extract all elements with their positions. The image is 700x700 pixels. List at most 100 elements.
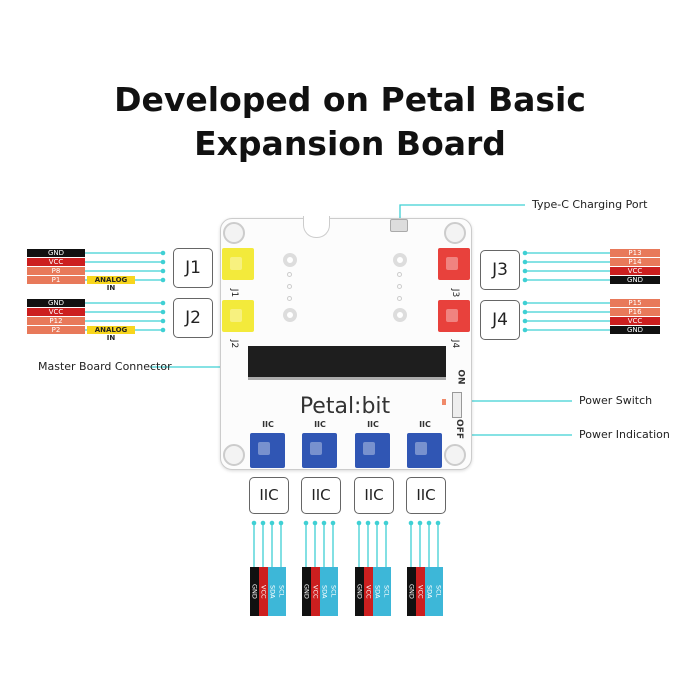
j1-silkscreen: J1 [229, 288, 240, 298]
screw-hole [444, 444, 466, 466]
connection-dot [160, 318, 166, 324]
connection-dot [160, 300, 166, 306]
mount-ring [283, 253, 297, 267]
connection-dot [251, 520, 257, 526]
pin-label: P13 [610, 249, 660, 257]
iic-silkscreen: IIC [367, 420, 379, 429]
pin-label: P12 [27, 317, 85, 325]
port-box-j1: J1 [173, 248, 213, 288]
j3-silkscreen: J3 [450, 288, 461, 298]
connection-dot [321, 520, 327, 526]
typec-line [399, 204, 525, 224]
connection-dot [426, 520, 432, 526]
connection-dot [160, 327, 166, 333]
analog-in-badge: ANALOG IN [87, 276, 135, 292]
iic-connector [302, 433, 337, 468]
iic-pin-label: GND [249, 567, 259, 616]
connection-dot [383, 520, 389, 526]
connection-dot [522, 250, 528, 256]
analog-in-badge: ANALOG IN [87, 326, 135, 342]
connection-dot [330, 520, 336, 526]
master-board-connector [248, 346, 446, 380]
connection-dot [278, 520, 284, 526]
on-label: ON [455, 369, 466, 385]
connection-dot [408, 520, 414, 526]
iic-pin-label: VCC [363, 567, 373, 616]
iic-pin-label: SCL [433, 567, 443, 616]
typec-callout: Type-C Charging Port [532, 198, 648, 211]
iic-port-box: IIC [406, 477, 446, 514]
connection-dot [160, 309, 166, 315]
screw-hole [223, 444, 245, 466]
j4-silkscreen: J4 [450, 339, 461, 349]
iic-pin-label: SDA [372, 567, 382, 616]
pad [287, 296, 292, 301]
iic-pin-label: VCC [415, 567, 425, 616]
connection-dot [365, 520, 371, 526]
board-name: Petal:bit [299, 394, 391, 419]
connection-dot [312, 520, 318, 526]
connection-dot [522, 327, 528, 333]
power-switch[interactable] [452, 392, 462, 418]
screw-hole [444, 222, 466, 244]
pad [397, 284, 402, 289]
title-line-1: Developed on Petal Basic [114, 80, 586, 119]
j2-connector [222, 300, 254, 332]
iic-connector [407, 433, 442, 468]
pin-label: P1 [27, 276, 85, 284]
iic-silkscreen: IIC [262, 420, 274, 429]
iic-pin-label: VCC [258, 567, 268, 616]
pin-label: P8 [27, 267, 85, 275]
expansion-board [220, 218, 472, 470]
connection-dot [522, 309, 528, 315]
power-indication-callout: Power Indication [579, 428, 670, 441]
iic-pin-label: GND [354, 567, 364, 616]
iic-pin-label: SDA [319, 567, 329, 616]
connection-dot [160, 277, 166, 283]
title-line-2: Expansion Board [194, 124, 506, 163]
pad [397, 296, 402, 301]
type-c-port [390, 219, 408, 232]
connection-dot [522, 277, 528, 283]
connection-dot [522, 300, 528, 306]
mount-ring [283, 308, 297, 322]
pin-label: P16 [610, 308, 660, 316]
j4-connector [438, 300, 470, 332]
connection-dot [522, 268, 528, 274]
power-switch-callout: Power Switch [579, 394, 653, 407]
connection-dot [374, 520, 380, 526]
pad [287, 284, 292, 289]
off-label: OFF [453, 419, 464, 439]
j3-connector [438, 248, 470, 280]
iic-port-box: IIC [301, 477, 341, 514]
port-box-j4: J4 [480, 300, 520, 340]
connection-dot [356, 520, 362, 526]
iic-pin-label: SDA [267, 567, 277, 616]
iic-pin-label: SCL [276, 567, 286, 616]
j2-silkscreen: J2 [229, 339, 240, 349]
iic-pin-label: SDA [424, 567, 434, 616]
j1-connector [222, 248, 254, 280]
pin-label: P14 [610, 258, 660, 266]
pin-label: GND [27, 249, 85, 257]
pin-label: GND [27, 299, 85, 307]
master-connector-callout: Master Board Connector [38, 360, 172, 373]
connection-dot [160, 259, 166, 265]
iic-port-box: IIC [249, 477, 289, 514]
connection-dot [160, 268, 166, 274]
pin-label: VCC [27, 308, 85, 316]
pin-label: GND [610, 326, 660, 334]
mount-ring [393, 253, 407, 267]
connection-dot [303, 520, 309, 526]
iic-port-box: IIC [354, 477, 394, 514]
connection-dot [435, 520, 441, 526]
connection-dot [269, 520, 275, 526]
pin-label: VCC [610, 317, 660, 325]
iic-pin-label: VCC [310, 567, 320, 616]
iic-silkscreen: IIC [419, 420, 431, 429]
iic-pin-label: SCL [381, 567, 391, 616]
iic-connector [250, 433, 285, 468]
connection-dot [522, 318, 528, 324]
page-title: Developed on Petal Basic Expansion Board [0, 78, 700, 166]
pin-label: GND [610, 276, 660, 284]
